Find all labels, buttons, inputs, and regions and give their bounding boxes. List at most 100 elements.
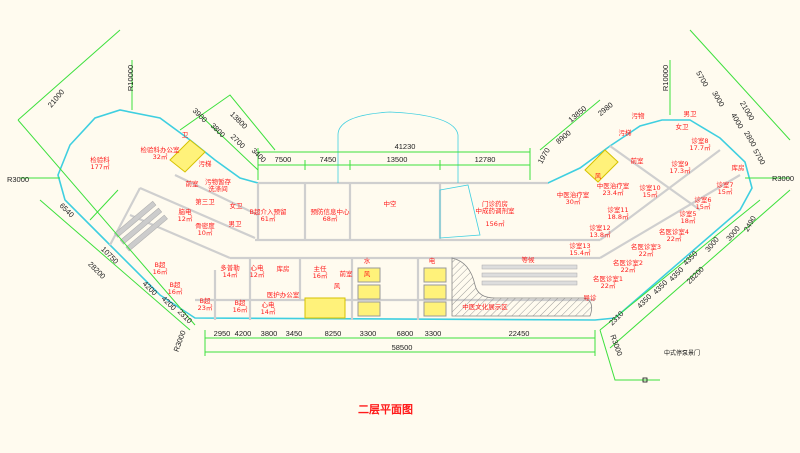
elevator-icon	[423, 267, 447, 283]
elevator-icon	[357, 284, 381, 300]
room-name: 污物	[632, 111, 646, 120]
room-name: B超介入预留	[250, 207, 287, 216]
dimension-label: 2310	[176, 307, 194, 325]
room-name: 水	[364, 256, 371, 265]
dimension-label: 4000	[729, 111, 745, 130]
dimension-label: 3000	[703, 235, 721, 254]
room-label: 库房	[277, 264, 290, 273]
room-name: 前室	[631, 156, 645, 165]
dimension-label: 8250	[325, 329, 342, 338]
room-name: 第三卫	[195, 197, 215, 206]
room-area: 15㎡	[696, 202, 711, 211]
dimension-label: 6800	[397, 329, 414, 338]
room-name: B超	[200, 296, 211, 305]
dimension-label: 5700	[694, 69, 710, 88]
room-name: 检验科办公室	[141, 145, 181, 154]
dimension-label: 4200	[160, 294, 178, 312]
room-area: 16㎡	[233, 305, 248, 314]
room-label: 电	[429, 256, 436, 265]
room-label: 女卫	[230, 201, 244, 210]
dimension-label: 4200	[235, 329, 252, 338]
room-area: 23.4㎡	[603, 188, 624, 197]
room-label: 医护办公室	[267, 290, 300, 299]
room-name: 诊室12	[589, 223, 610, 232]
room-area: 18㎡	[681, 216, 696, 225]
room-label: 卫	[182, 131, 189, 139]
elevator-icon	[357, 267, 381, 283]
room-area: 22㎡	[639, 249, 654, 258]
room-area: 洗涤间	[208, 184, 228, 193]
room-area: 16㎡	[153, 267, 168, 276]
dimension-label: 3450	[286, 329, 303, 338]
room-label: 污梯	[619, 128, 633, 137]
exhibition-area-hatch	[451, 257, 593, 317]
room-area: 13.8㎡	[590, 230, 611, 239]
room-area: 15㎡	[718, 187, 733, 196]
dimension-label: R3000	[772, 174, 794, 183]
room-name: 中空	[384, 199, 398, 208]
room-area: 30㎡	[566, 197, 581, 206]
room-name: 脑电	[179, 207, 193, 216]
room-label: 中医文化展示区	[462, 302, 508, 311]
room-name: 前室	[340, 269, 354, 278]
room-label: 第三卫	[195, 197, 215, 206]
dimension-label: 3300	[425, 329, 442, 338]
elevator-icon	[423, 301, 447, 317]
dimension-label: 12780	[475, 155, 496, 164]
room-name: 心电	[262, 300, 276, 309]
stairs-and-elevators	[114, 139, 619, 319]
drawing-title: 二层平面图	[358, 403, 413, 416]
room-name: 男卫	[684, 110, 698, 118]
dimension-label: 28200	[685, 265, 706, 286]
room-area: 23㎡	[198, 303, 213, 312]
gate-note: 中式停泵景门	[664, 349, 700, 357]
dimension-label: 7500	[275, 155, 292, 164]
room-name: 女卫	[230, 201, 244, 210]
room-label: 156㎡	[486, 219, 505, 228]
dimension-label: 4350	[651, 278, 669, 296]
stair-icon	[584, 149, 619, 183]
dimension-lines	[17, 29, 791, 381]
room-area: 16㎡	[313, 271, 328, 280]
room-area: 17.7㎡	[690, 143, 711, 152]
dimension-label: 4200	[141, 279, 159, 297]
building-outline	[57, 109, 753, 321]
dimension-label: 2800	[742, 129, 758, 148]
room-area: 32㎡	[153, 152, 168, 161]
room-name: 污物暂存	[205, 177, 232, 186]
room-label: 污物	[632, 111, 646, 120]
room-name: 名医诊室2	[613, 258, 643, 267]
dimension-label: 3300	[360, 329, 377, 338]
room-label: 前室	[631, 156, 645, 165]
room-area: 14㎡	[223, 270, 238, 279]
room-name: 多普勒	[220, 263, 240, 272]
dimension-label: 28200	[86, 260, 107, 281]
room-name: 前室	[186, 179, 200, 188]
room-area: 18.8㎡	[608, 212, 629, 221]
dimension-label: 3900	[191, 106, 209, 124]
dimension-label: 2950	[214, 329, 231, 338]
room-label: 男卫	[229, 220, 243, 228]
room-name: B超	[170, 280, 181, 289]
room-name: 库房	[277, 264, 290, 273]
dimension-label: 10750	[99, 245, 120, 266]
dimension-label: 1970	[536, 146, 552, 165]
room-name: 名医诊室4	[659, 227, 689, 236]
